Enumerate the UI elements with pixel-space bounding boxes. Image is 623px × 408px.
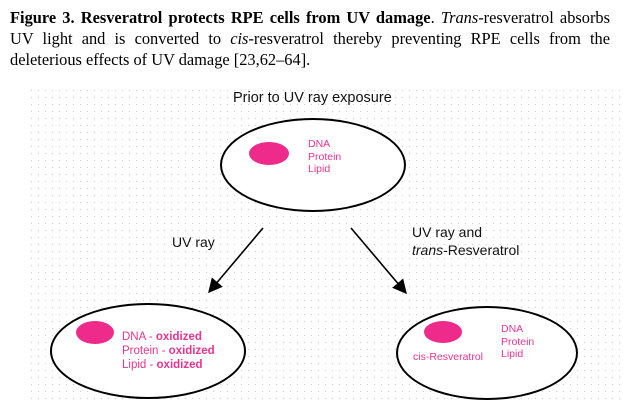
top-dna: DNA	[308, 138, 331, 150]
diagram-figure: Prior to UV ray exposure DNA Protein Lip…	[28, 87, 620, 405]
top-nucleus	[249, 142, 289, 165]
caption-trans-word: Trans	[440, 8, 479, 27]
damaged-protein: Protein -	[122, 345, 169, 357]
arrows	[208, 227, 407, 295]
top-cell: DNA Protein Lipid	[220, 118, 406, 212]
right-arrow-label: UV ray and trans-Resveratrol	[412, 223, 519, 259]
top-cell-molecules: DNA Protein Lipid	[308, 138, 341, 176]
damaged-cell-molecules: DNA - oxidized Protein - oxidized Lipid …	[122, 330, 215, 372]
protected-dna: DNA	[501, 323, 524, 335]
damaged-lipid-oxidized: oxidized	[156, 359, 203, 371]
protected-nucleus	[424, 321, 462, 343]
caption-text-part2: -resveratrol thereby preventing RPE cell…	[10, 29, 611, 69]
right-label-trans: trans	[412, 242, 444, 258]
damaged-dna: DNA -	[122, 331, 156, 343]
caption-text-part1: -resveratrol absorbs UV light and is con…	[10, 8, 610, 48]
caption-period: .	[430, 8, 435, 27]
damaged-cell: DNA - oxidized Protein - oxidized Lipid …	[50, 303, 246, 399]
caption-figure-label: Figure 3. Resveratrol protects RPE cells…	[10, 8, 431, 27]
top-protein: Protein	[308, 150, 342, 163]
damaged-nucleus	[76, 321, 114, 344]
cis-resveratrol-label: cis-Resveratrol	[413, 351, 484, 363]
protected-cell-molecules: DNA Protein Lipid	[501, 323, 534, 361]
right-label-rest: -Resveratrol	[443, 242, 520, 258]
right-arrow	[350, 227, 407, 295]
right-label-line1: UV ray and	[412, 224, 483, 240]
protected-cell: cis-Resveratrol DNA Protein Lipid	[396, 306, 578, 400]
left-arrow-label: UV ray	[172, 234, 215, 250]
top-label: Prior to UV ray exposure	[233, 90, 392, 106]
damaged-protein-oxidized: oxidized	[168, 345, 215, 357]
protected-lipid: Lipid	[501, 348, 524, 360]
damaged-lipid: Lipid -	[122, 359, 157, 371]
protected-protein: Protein	[501, 335, 535, 348]
top-lipid: Lipid	[308, 163, 331, 175]
damaged-dna-oxidized: oxidized	[155, 331, 202, 343]
figure-caption: Figure 3. Resveratrol protects RPE cells…	[10, 7, 610, 70]
caption-cis-word: cis	[230, 29, 249, 48]
left-arrow	[208, 227, 264, 294]
